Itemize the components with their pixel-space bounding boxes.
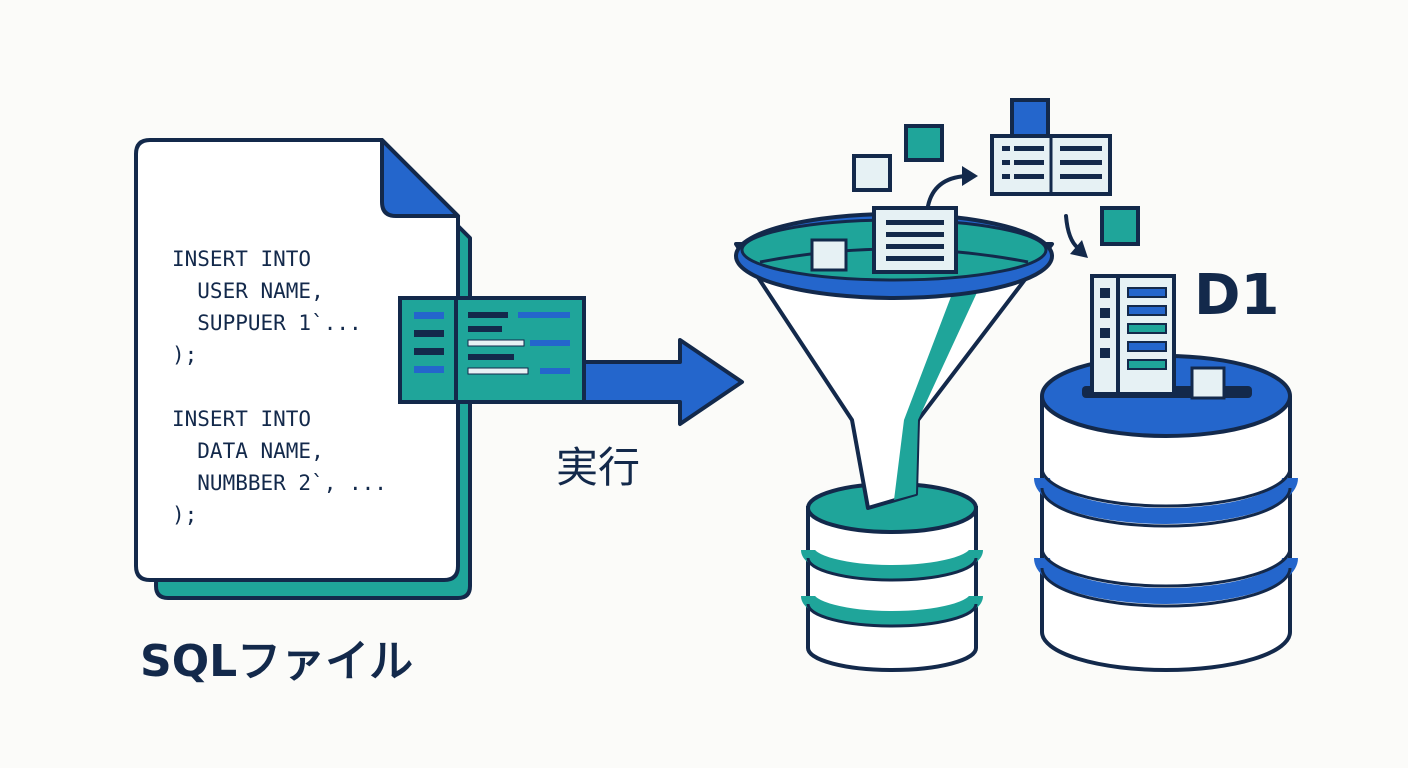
execute-arrow [558,338,744,426]
sql-file-document: INSERT INTO USER NAME, SUPPUER 1`... ); … [134,138,472,600]
funnel [734,206,1054,510]
code-line: NUMBBER 2`, ... [172,471,387,495]
code-line: INSERT INTO [172,247,311,271]
code-line: INSERT INTO [172,407,311,431]
sql-file-label: SQLファイル [140,636,413,687]
floating-block [852,154,892,192]
source-database [801,482,983,672]
document-front-page [134,138,460,582]
document-folded-corner [380,138,460,218]
table-entering-db [1090,274,1176,396]
code-line: ); [172,343,197,367]
target-database-label: D1 [1194,263,1279,328]
flow-arrow-up [926,166,978,208]
table-card-top [990,98,1112,196]
data-table-card [398,296,586,404]
code-line: USER NAME, [172,279,324,303]
floating-block [904,124,944,162]
flow-arrow-down [1064,214,1088,258]
sql-code-block: INSERT INTO USER NAME, SUPPUER 1`... ); … [172,247,387,527]
arrow-shape [558,338,744,426]
code-line: DATA NAME, [172,439,324,463]
code-line: ); [172,503,197,527]
document-in-funnel [872,206,958,274]
floating-block [1100,206,1140,246]
execute-label: 実行 [556,443,640,492]
code-line: SUPPUER 1`... [172,311,362,335]
target-database [1034,274,1298,672]
